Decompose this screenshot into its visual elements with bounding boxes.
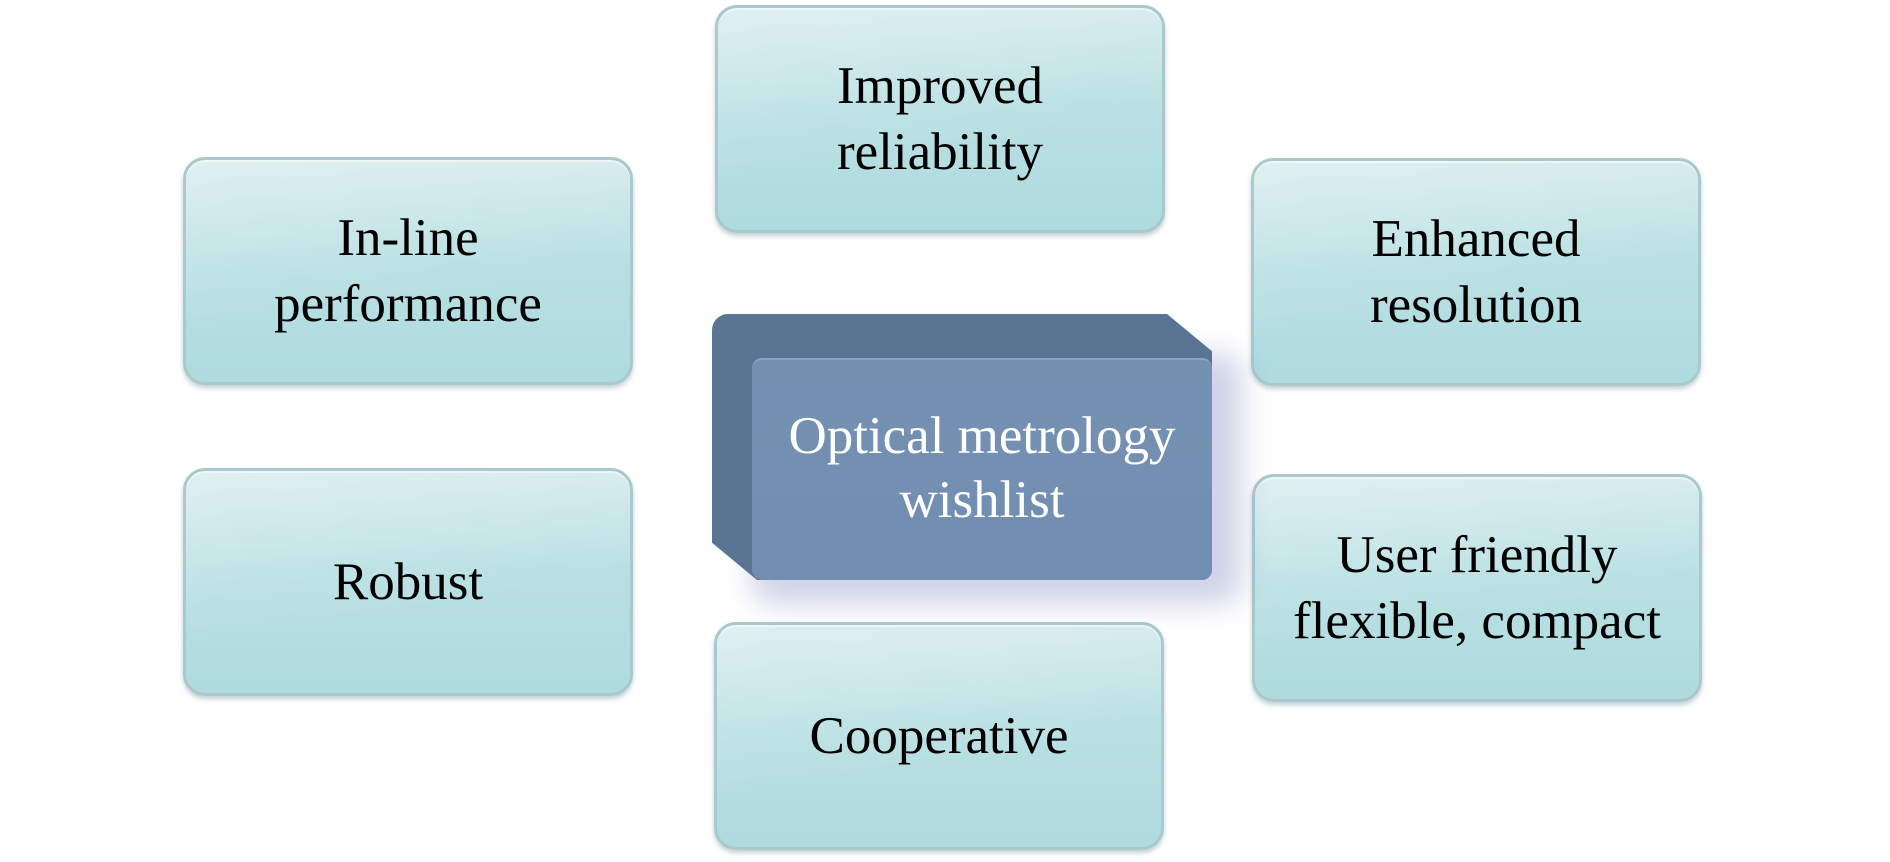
wishlist-item-inline-performance: In-line performance [183, 157, 633, 385]
center-label: Optical metrology wishlist [788, 407, 1176, 529]
item-label: User friendly flexible, compact [1293, 526, 1661, 650]
wishlist-item-user-friendly: User friendly flexible, compact [1252, 474, 1702, 702]
wishlist-item-enhanced-resolution: Enhanced resolution [1251, 158, 1701, 386]
wishlist-item-robust: Robust [183, 468, 633, 696]
center-node: Optical metrology wishlist [712, 314, 1242, 604]
item-label: Improved reliability [836, 57, 1044, 181]
wishlist-item-cooperative: Cooperative [714, 622, 1164, 850]
item-label: In-line performance [274, 209, 542, 333]
center-node-face: Optical metrology wishlist [752, 358, 1212, 580]
item-label: Cooperative [809, 707, 1069, 765]
item-label: Enhanced resolution [1370, 210, 1582, 334]
wishlist-item-improved-reliability: Improved reliability [715, 5, 1165, 233]
item-label: Robust [332, 553, 484, 611]
